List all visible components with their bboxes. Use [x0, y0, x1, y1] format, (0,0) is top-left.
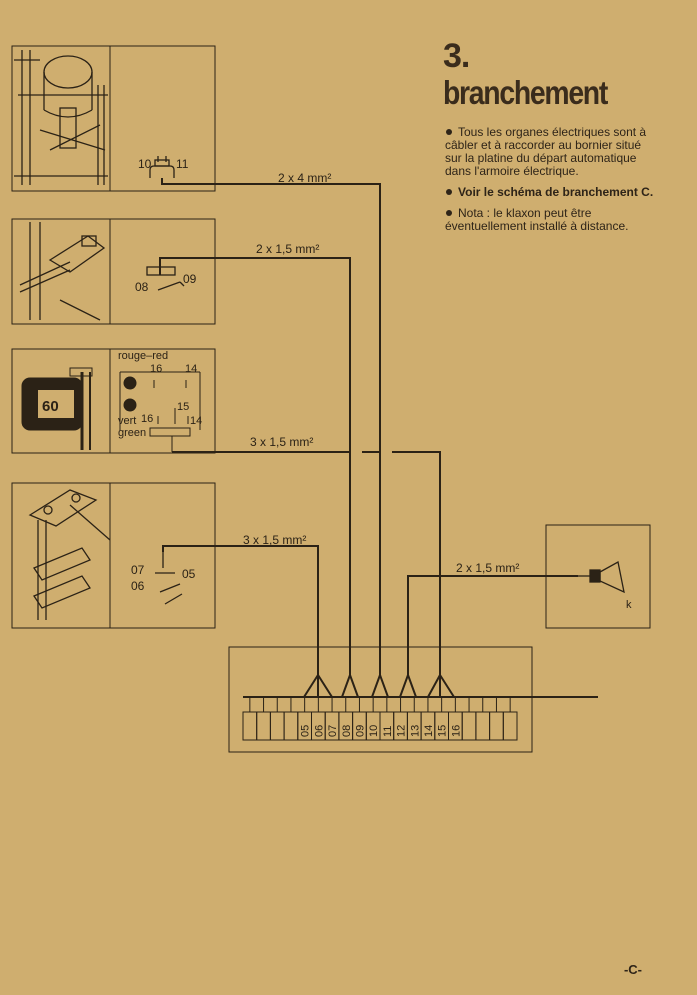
- terminal-label-06: 06: [313, 725, 325, 737]
- terminal-label-08: 08: [135, 280, 149, 294]
- terminal-label-08: 08: [341, 725, 353, 737]
- terminal-label-11: 11: [176, 157, 189, 171]
- terminal-label-14a: 14: [185, 363, 197, 375]
- terminal-label-07: 07: [327, 725, 339, 737]
- terminal-label-15: 15: [437, 725, 449, 737]
- terminal-label-10: 10: [368, 725, 380, 737]
- terminal-label-05: 05: [300, 725, 312, 737]
- terminal-label-16: 16: [450, 725, 462, 737]
- page-number: -C-: [623, 962, 642, 977]
- switch-symbol-05-07: [155, 552, 183, 605]
- label-green: green: [118, 427, 146, 439]
- cable-2-label: 2 x 1,5 mm²: [256, 242, 319, 256]
- note-2: Voir le schéma de branchement C.: [445, 186, 660, 199]
- terminal-label-11: 11: [382, 726, 394, 737]
- terminal-label-07: 07: [131, 563, 145, 577]
- terminal-label-15: 15: [177, 401, 189, 413]
- bullet-icon: [446, 129, 452, 135]
- section-title: branchement: [443, 74, 608, 111]
- motor-illustration: [14, 50, 108, 185]
- terminal-cell: [269, 711, 285, 741]
- horn-label: k: [626, 599, 632, 611]
- bullet-icon: [446, 189, 452, 195]
- switch-symbol-08-09: [146, 266, 185, 291]
- display-reading: 60: [42, 398, 59, 415]
- terminal-cell: [283, 711, 299, 741]
- terminal-label-12: 12: [396, 725, 408, 737]
- cable-3-label: 3 x 1,5 mm²: [250, 435, 313, 449]
- cable-2: [159, 257, 351, 675]
- section-heading: 3. branchement: [443, 38, 634, 112]
- cable-1: [161, 178, 381, 675]
- terminal-label-14b: 14: [190, 415, 202, 427]
- horn-icon: [578, 560, 625, 594]
- bullet-icon: [446, 210, 452, 216]
- terminal-label-13: 13: [409, 725, 421, 737]
- terminal-label-09: 09: [354, 725, 366, 737]
- label-rouge-red: rouge–red: [118, 350, 168, 362]
- terminal-label-16b: 16: [141, 413, 153, 425]
- terminal-cell: [502, 711, 518, 741]
- notes: Tous les organes électriques sont à câbl…: [445, 126, 660, 241]
- device-panel-3: [11, 348, 216, 454]
- label-vert: vert: [118, 415, 136, 427]
- terminal-label-10: 10: [138, 157, 152, 171]
- note-1: Tous les organes électriques sont à câbl…: [445, 125, 647, 178]
- wire-forks: [303, 674, 455, 698]
- cable-4-label: 3 x 1,5 mm²: [243, 533, 306, 547]
- lever-switch-illustration: [28, 489, 111, 620]
- terminal-label-06: 06: [131, 579, 145, 593]
- section-number: 3.: [443, 37, 470, 75]
- limit-switch-illustration: [19, 222, 106, 321]
- device-panel-2: [11, 218, 216, 325]
- terminal-label-09: 09: [183, 272, 197, 286]
- sensor-connector: [149, 156, 175, 178]
- cable-4: [162, 545, 319, 675]
- terminal-cell: [242, 711, 258, 741]
- terminal-label-05: 05: [182, 567, 196, 581]
- cable-5: [407, 575, 578, 675]
- signal-display-illustration: [21, 367, 93, 450]
- device-panel-4: [11, 482, 216, 629]
- note-3: Nota : le klaxon peut être éventuellemen…: [445, 206, 629, 233]
- terminal-label-14: 14: [423, 725, 435, 737]
- device-panel-1: [11, 45, 216, 192]
- terminal-cell: [461, 711, 477, 741]
- terminal-cell: [475, 711, 491, 741]
- terminal-cell: [489, 711, 504, 741]
- terminal-cell: [256, 711, 271, 741]
- cables: [159, 178, 578, 675]
- terminal-label-16a: 16: [150, 363, 162, 375]
- lamp-circuit: [119, 371, 201, 452]
- cable-5-label: 2 x 1,5 mm²: [456, 561, 519, 575]
- cable-1-label: 2 x 4 mm²: [278, 171, 331, 185]
